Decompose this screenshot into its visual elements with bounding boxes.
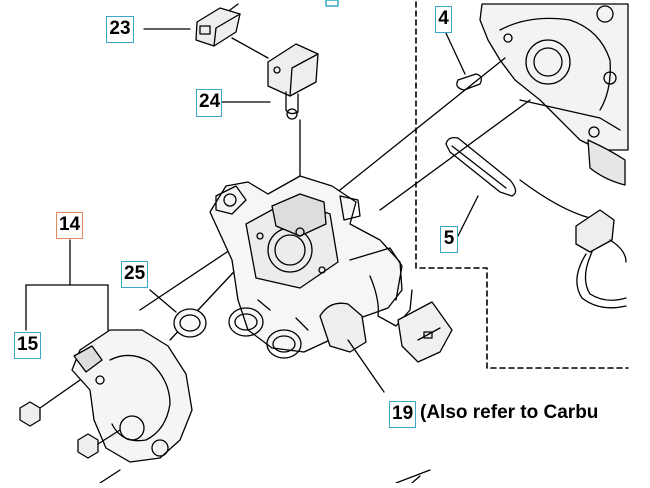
reference-note: (Also refer to Carbu xyxy=(420,402,599,423)
callout-15[interactable]: 15 xyxy=(14,332,41,359)
engine-housing xyxy=(479,3,629,186)
callout-23[interactable]: 23 xyxy=(106,16,134,43)
part-5-ring xyxy=(445,136,517,197)
callout-5[interactable]: 5 xyxy=(440,226,458,253)
part-15-nuts xyxy=(19,379,121,459)
callout-4[interactable]: 4 xyxy=(435,6,452,33)
leader-4 xyxy=(444,30,466,75)
part-14-bracket xyxy=(25,239,193,463)
part-24-sensor xyxy=(267,43,319,120)
part-23-connector xyxy=(195,3,241,47)
callout-25[interactable]: 25 xyxy=(121,261,148,288)
leader-23-b xyxy=(231,37,269,59)
callout-19[interactable]: 19 xyxy=(389,401,416,428)
part-19-boot xyxy=(319,275,453,393)
callout-24[interactable]: 24 xyxy=(196,89,222,117)
detail-frame-dashed xyxy=(415,1,629,369)
part-25-ring xyxy=(149,289,207,338)
wiring-harness xyxy=(519,179,627,309)
part-4-gasket xyxy=(456,73,482,91)
carburetor-assembly xyxy=(209,175,403,359)
callout-14[interactable]: 14 xyxy=(56,212,83,239)
